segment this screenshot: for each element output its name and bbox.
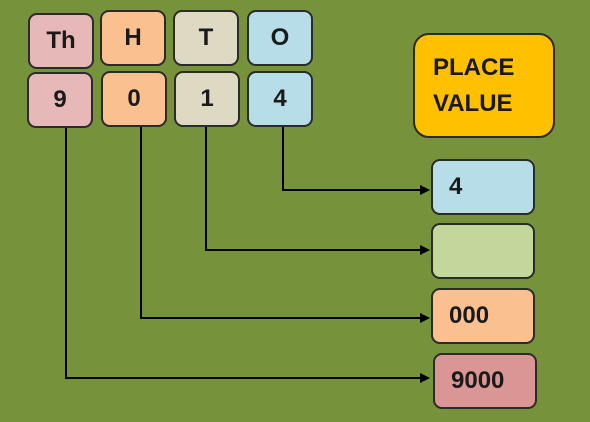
header-ones: O xyxy=(247,10,313,66)
connector-tens xyxy=(205,126,430,255)
digit-thousands: 9 xyxy=(27,72,93,128)
result-thousands: 9000 xyxy=(433,353,537,409)
title-line-1: PLACE xyxy=(433,53,515,81)
connector-hundreds xyxy=(140,126,430,323)
result-hundreds: 000 xyxy=(431,288,535,344)
connector-thousands xyxy=(65,126,430,383)
title-line-2: VALUE xyxy=(433,89,513,117)
result-ones: 4 xyxy=(431,159,535,215)
digit-hundreds: 0 xyxy=(101,71,167,127)
connector-ones xyxy=(282,126,430,195)
header-hundreds: H xyxy=(100,10,166,66)
header-tens: T xyxy=(173,10,239,66)
place-value-title: PLACE VALUE xyxy=(413,33,555,138)
digit-tens: 1 xyxy=(174,71,240,127)
digit-ones: 4 xyxy=(247,71,313,127)
header-thousands: Th xyxy=(28,13,94,69)
result-tens xyxy=(431,223,535,279)
